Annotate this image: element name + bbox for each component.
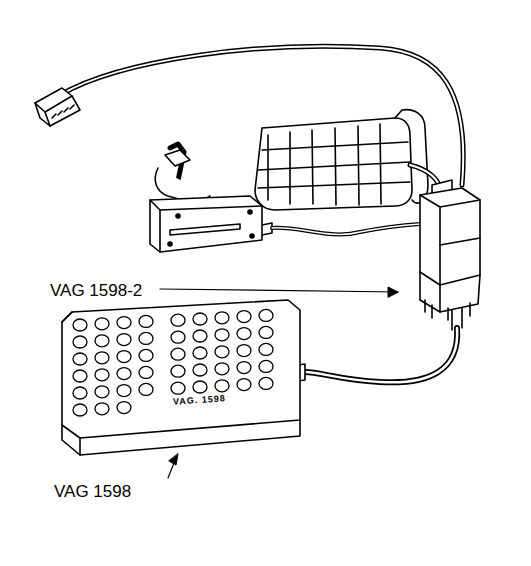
small-connector xyxy=(35,88,80,126)
socket-hole xyxy=(237,379,251,391)
socket-hole xyxy=(215,380,229,392)
socket-hole xyxy=(193,381,207,393)
socket-hole xyxy=(259,360,273,372)
socket-hole xyxy=(193,347,207,359)
socket-hole xyxy=(215,346,229,358)
socket-hole xyxy=(95,386,109,398)
socket-hole xyxy=(237,328,251,340)
socket-hole xyxy=(171,365,185,377)
socket-hole xyxy=(193,330,207,342)
socket-hole xyxy=(95,318,109,330)
socket-hole xyxy=(171,348,185,360)
socket-hole xyxy=(237,345,251,357)
socket-hole xyxy=(73,319,87,331)
socket-hole xyxy=(117,402,131,414)
socket-hole xyxy=(139,349,153,361)
socket-hole xyxy=(117,385,131,397)
ecu-connector xyxy=(255,110,428,210)
socket-hole xyxy=(95,352,109,364)
socket-hole xyxy=(171,314,185,326)
arrowhead xyxy=(388,287,398,297)
socket-hole xyxy=(95,369,109,381)
socket-hole xyxy=(117,351,131,363)
connector-housing xyxy=(150,144,420,252)
socket-hole xyxy=(259,343,273,355)
socket-hole xyxy=(171,331,185,343)
socket-hole xyxy=(139,332,153,344)
callout-label: VAG 1598-2 xyxy=(48,281,144,300)
socket-hole xyxy=(215,312,229,324)
socket-hole xyxy=(139,366,153,378)
socket-hole xyxy=(95,335,109,347)
socket-hole xyxy=(215,363,229,375)
socket-hole xyxy=(95,403,109,415)
socket-hole xyxy=(171,382,185,394)
socket-hole xyxy=(73,387,87,399)
socket-hole xyxy=(73,353,87,365)
socket-hole xyxy=(237,362,251,374)
test-box xyxy=(62,300,300,455)
callout-label: VAG 1598 xyxy=(52,482,133,501)
socket-hole xyxy=(73,336,87,348)
socket-hole xyxy=(193,364,207,376)
socket-hole xyxy=(237,311,251,323)
socket-hole xyxy=(259,377,273,389)
adapter-box xyxy=(420,180,480,330)
socket-hole xyxy=(193,313,207,325)
arrowhead xyxy=(169,454,178,465)
socket-hole xyxy=(215,329,229,341)
socket-hole xyxy=(117,368,131,380)
socket-hole xyxy=(139,315,153,327)
socket-hole xyxy=(73,370,87,382)
socket-hole xyxy=(259,326,273,338)
socket-hole xyxy=(73,404,87,416)
socket-hole xyxy=(259,309,273,321)
socket-hole xyxy=(139,383,153,395)
socket-hole xyxy=(117,317,131,329)
leader-line xyxy=(160,289,398,292)
socket-hole xyxy=(117,334,131,346)
